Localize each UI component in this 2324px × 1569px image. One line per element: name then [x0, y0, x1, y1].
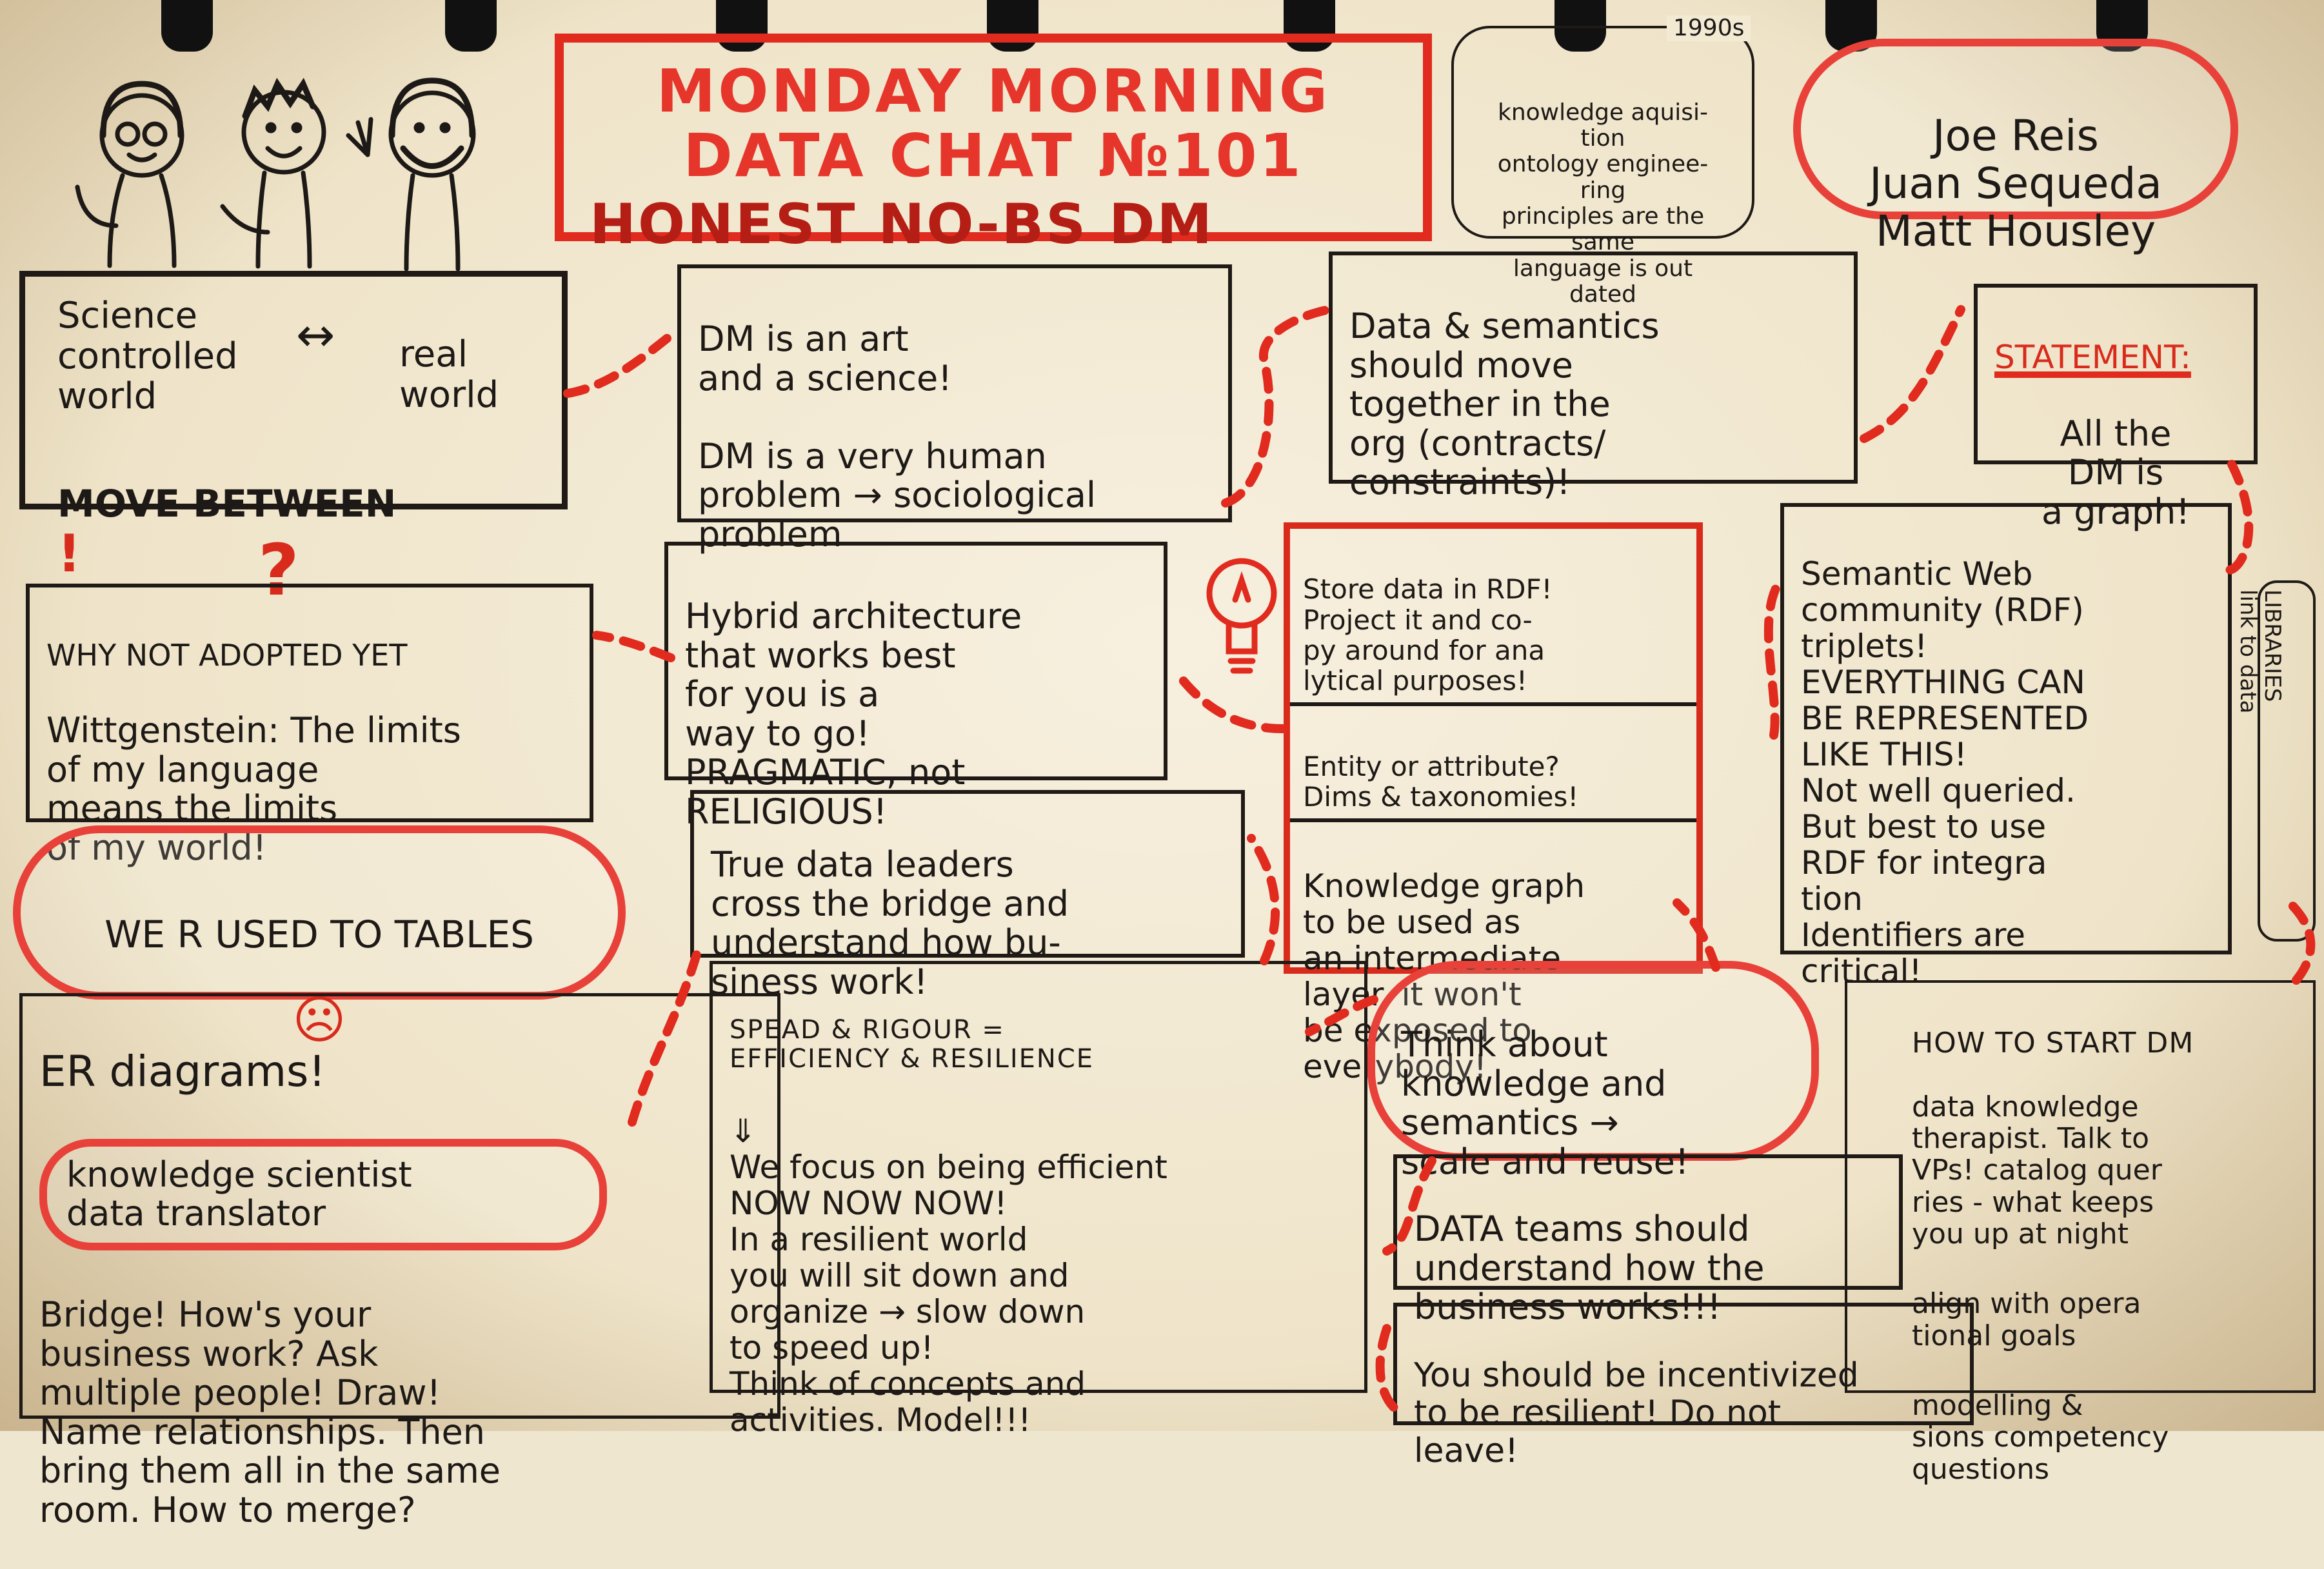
- statement-text: All the DM is a graph!: [2041, 413, 2190, 532]
- sad-face-icon: ☹: [292, 989, 346, 1050]
- rdf-box: Store data in RDF! Project it and co- py…: [1284, 522, 1703, 1085]
- science-arrow: ↔: [296, 308, 335, 362]
- er-heading: ER diagrams!: [39, 1047, 326, 1097]
- spiral-ring: [1284, 0, 1335, 52]
- libraries-note: LIBRARIES link to data: [2235, 580, 2316, 942]
- rdf-part-3: Knowledge graph to be used as an interme…: [1303, 867, 1585, 1085]
- rdf-part-2: Entity or attribute? Dims & taxonomies!: [1290, 745, 1696, 823]
- title-line-1: MONDAY MORNING: [656, 57, 1331, 126]
- semantics-text: Data & semantics should move together in…: [1349, 306, 1660, 503]
- science-box: Science controlled world ↔ real world MO…: [19, 271, 568, 582]
- title-line-2: DATA CHAT №101: [683, 121, 1304, 190]
- history-tag: 1990s: [1667, 15, 1751, 42]
- statement-heading: STATEMENT:: [1994, 339, 2191, 377]
- tables-cloud: WE R USED TO TABLES ☹: [13, 825, 626, 1049]
- incentive-text: You should be incentivized to be resilie…: [1414, 1356, 1859, 1470]
- how-to-item-2: align with opera tional goals: [1912, 1287, 2141, 1352]
- semantics-box: Data & semantics should move together in…: [1329, 252, 1858, 502]
- er-cloud: knowledge scientist data translator: [39, 1138, 607, 1250]
- hybrid-architecture-box: Hybrid architecture that works best for …: [664, 542, 1167, 831]
- think-cloud: Think about knowledge and semantics → sc…: [1367, 961, 1819, 1181]
- podcasters-doodle-icon: [75, 77, 476, 271]
- rdf-part-1: Store data in RDF! Project it and co- py…: [1290, 567, 1696, 706]
- spiral-ring: [716, 0, 768, 52]
- lightbulb-icon: [1206, 558, 1277, 674]
- art-science-text: DM is an art and a science! DM is a very…: [698, 319, 1097, 555]
- spiral-ring: [161, 0, 213, 52]
- science-bottom-label: MOVE BETWEEN: [57, 481, 397, 526]
- how-to-item-3: modelling & sions competency questions: [1912, 1389, 2169, 1486]
- speed-text: ⇓ We focus on being efficient NOW NOW NO…: [730, 1112, 1167, 1439]
- speakers-names: Joe Reis Juan Sequeda Matt Housley: [1869, 110, 2162, 256]
- title-banner: MONDAY MORNING DATA CHAT №101 HONEST NO-…: [555, 34, 1432, 257]
- question-mark: ?: [258, 529, 299, 611]
- science-left: Science controlled world: [57, 295, 238, 418]
- semantic-web-text: Semantic Web community (RDF) triplets! E…: [1801, 555, 2089, 990]
- statement-box: STATEMENT: All the DM is a graph!: [1974, 284, 2258, 531]
- why-not-adopted-box: WHY NOT ADOPTED YET Wittgenstein: The li…: [26, 584, 593, 867]
- title-line-3: HONEST NO-BS DM: [590, 192, 1215, 257]
- history-note: 1990s knowledge aquisi- tion ontology en…: [1451, 15, 1754, 307]
- how-to-start-box: HOW TO START DM data knowledge therapist…: [1845, 980, 2316, 1485]
- science-bottom: MOVE BETWEEN !: [57, 441, 396, 583]
- er-diagrams-box: ER diagrams! knowledge scientist data tr…: [19, 993, 780, 1529]
- hybrid-text: Hybrid architecture that works best for …: [685, 596, 1022, 832]
- speakers-cloud: Joe Reis Juan Sequeda Matt Housley: [1793, 39, 2238, 255]
- speed-rigour-box: SPEAD & RIGOUR = EFFICIENCY & RESILIENCE…: [710, 961, 1367, 1438]
- leaders-text: True data leaders cross the bridge and u…: [711, 844, 1069, 1002]
- tables-text: WE R USED TO TABLES: [104, 912, 534, 956]
- science-exclaim: !: [57, 523, 81, 584]
- data-leaders-box: True data leaders cross the bridge and u…: [690, 790, 1245, 1002]
- science-right: real world: [399, 333, 499, 416]
- semantic-web-box: Semantic Web community (RDF) triplets! E…: [1780, 503, 2232, 989]
- er-text: Bridge! How's your business work? Ask mu…: [39, 1294, 501, 1530]
- speed-heading: SPEAD & RIGOUR = EFFICIENCY & RESILIENCE: [730, 1015, 1095, 1074]
- data-teams-box: DATA teams should understand how the bus…: [1393, 1154, 1903, 1327]
- spiral-ring: [987, 0, 1038, 52]
- libraries-text: LIBRARIES link to data: [2234, 589, 2285, 714]
- how-to-heading: HOW TO START DM: [1912, 1027, 2194, 1060]
- why-not-heading: WHY NOT ADOPTED YET: [46, 638, 408, 673]
- think-text: Think about knowledge and semantics → sc…: [1401, 1024, 1689, 1182]
- how-to-item-1: data knowledge therapist. Talk to VPs! c…: [1912, 1090, 2162, 1250]
- history-text: knowledge aquisi- tion ontology enginee-…: [1497, 99, 1709, 308]
- spiral-ring: [445, 0, 497, 52]
- art-science-box: DM is an art and a science! DM is a very…: [677, 264, 1232, 554]
- why-not-text: Wittgenstein: The limits of my language …: [46, 710, 461, 868]
